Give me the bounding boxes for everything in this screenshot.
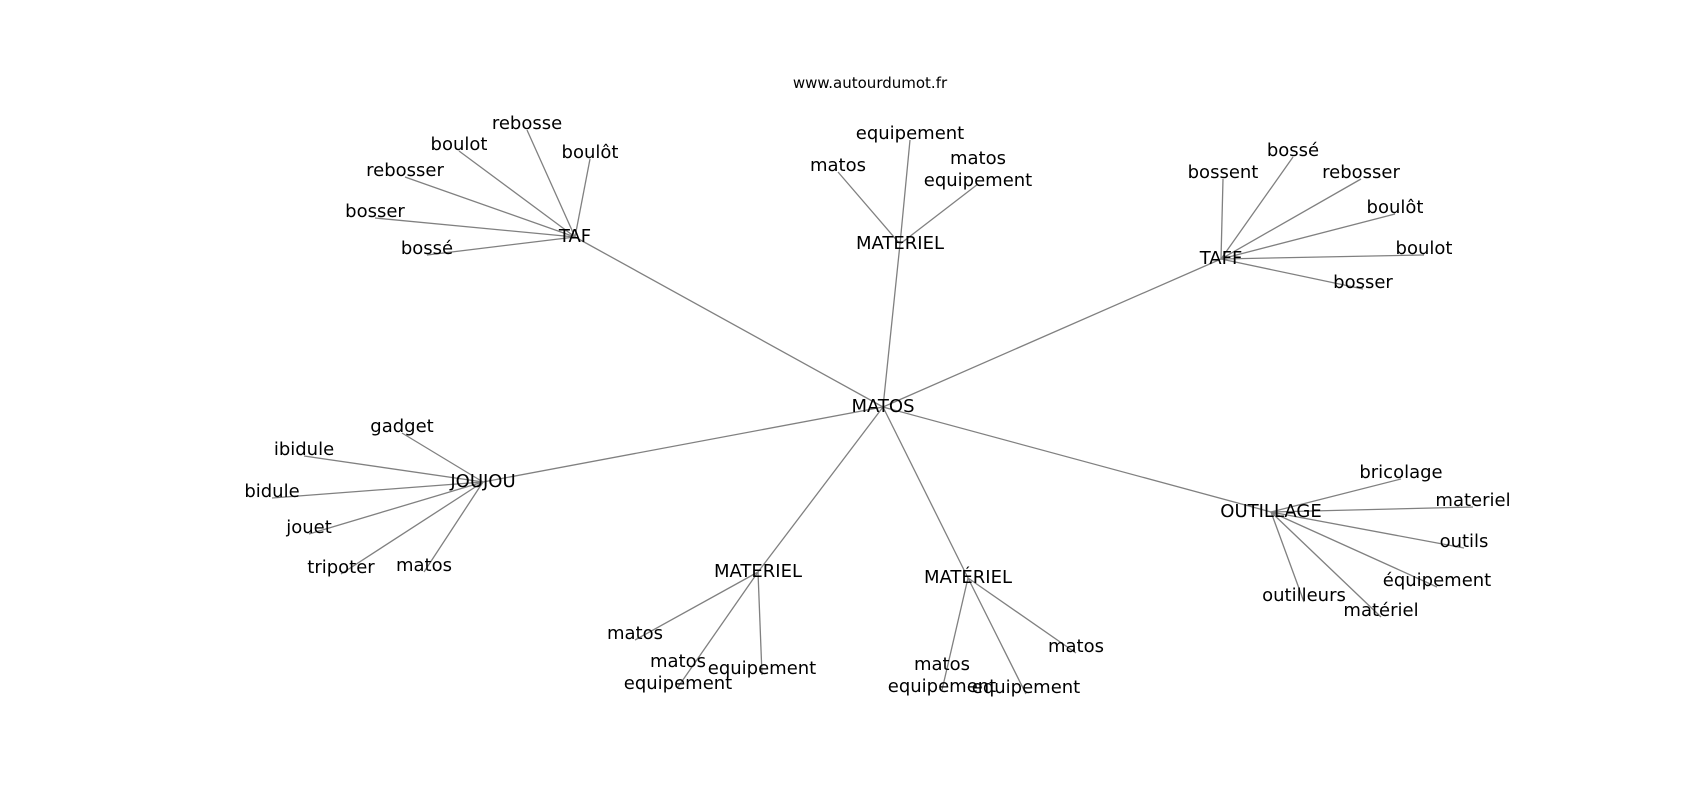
edge-cluster-leaf [837,171,901,245]
leaf-node: equipement [856,123,964,144]
edge-cluster-leaf [757,571,763,676]
edge-cluster-leaf [574,158,591,238]
edge-cluster-leaf [340,481,484,575]
leaf-node: rebosser [1322,162,1400,183]
leaf-node: boulôt [1367,197,1424,218]
edge-cluster-leaf [374,217,576,238]
cluster-node: MATERIEL [856,233,944,254]
cluster-node: MATÉRIEL [924,566,1012,588]
edge-root-cluster [882,243,901,408]
root-node: MATOS [851,396,914,417]
edge-root-cluster [574,236,884,408]
edge-cluster-leaf [1220,254,1425,260]
cluster-node: MATERIEL [714,561,802,582]
edge-cluster-leaf [1220,258,1364,290]
edge-cluster-leaf [1270,511,1305,603]
cluster-node: TAF [558,226,591,247]
edge-cluster-leaf [899,139,911,245]
edge-cluster-leaf [1220,213,1396,260]
edge-cluster-leaf [1270,506,1474,513]
edge-cluster-leaf [899,183,979,245]
leaf-node: boulot [1396,238,1453,259]
edge-cluster-leaf [967,577,1077,654]
cluster-node: JOUJOU [449,471,515,492]
edge-cluster-leaf [634,571,759,641]
leaf-node: gadget [370,416,433,437]
edge-cluster-leaf [423,481,484,573]
edge-root-cluster [882,406,969,579]
leaf-node: bossent [1188,162,1259,183]
cluster-node: OUTILLAGE [1220,501,1321,522]
edge-root-cluster [757,406,884,573]
leaf-node: outils [1440,531,1489,552]
leaf-node: boulôt [562,142,619,163]
site-url: www.autourdumot.fr [793,74,948,92]
leaf-node: matos [396,555,452,576]
edge-cluster-leaf [1220,178,1224,260]
leaf-node: outilleurs [1262,585,1346,606]
edge-cluster-leaf [967,577,1027,695]
edge-cluster-leaf [1220,156,1294,260]
edge-cluster-leaf [1270,511,1465,549]
leaf-node: matos [1048,636,1104,657]
leaf-node: matos [810,155,866,176]
leaf-node: bosser [345,201,405,222]
leaf-node: materiel [1435,490,1510,511]
leaf-node: bidule [244,481,299,502]
edge-cluster-leaf [401,432,484,483]
edge-cluster-leaf [458,150,576,238]
leaf-node: matériel [1343,600,1418,621]
edge-cluster-leaf [526,129,576,238]
leaf-node: rebosse [492,113,562,134]
edge-cluster-leaf [404,176,576,238]
edge-cluster-leaf [303,455,484,483]
leaf-node: equipement [972,677,1080,698]
leaf-node: matos [607,623,663,644]
edge-cluster-leaf [426,236,576,256]
leaf-node: bricolage [1359,462,1442,483]
leaf-node: bossé [1267,140,1319,161]
leaf-node: jouet [285,517,332,538]
leaf-node: rebosser [366,160,444,181]
leaf-node: ibidule [274,439,334,460]
leaf-node: bossé [401,238,453,259]
cluster-node: TAFF [1199,248,1243,269]
edge-cluster-leaf [271,481,484,499]
leaf-node: tripoter [307,557,375,578]
leaf-node: équipement [1383,570,1491,591]
edge-root-cluster [882,406,1272,513]
edge-root-cluster [482,406,884,483]
edge-root-cluster [882,258,1222,408]
edge-cluster-leaf [308,481,484,535]
edge-cluster-leaf [941,577,969,691]
edge-cluster-leaf [1270,511,1438,588]
leaf-node: boulot [431,134,488,155]
edge-cluster-leaf [1270,478,1402,513]
edge-cluster-leaf [677,571,759,688]
edge-cluster-leaf [1220,178,1362,260]
leaf-node: bosser [1333,272,1393,293]
graph-edges [271,129,1474,695]
leaf-node: equipement [708,658,816,679]
edge-cluster-leaf [1270,511,1382,618]
